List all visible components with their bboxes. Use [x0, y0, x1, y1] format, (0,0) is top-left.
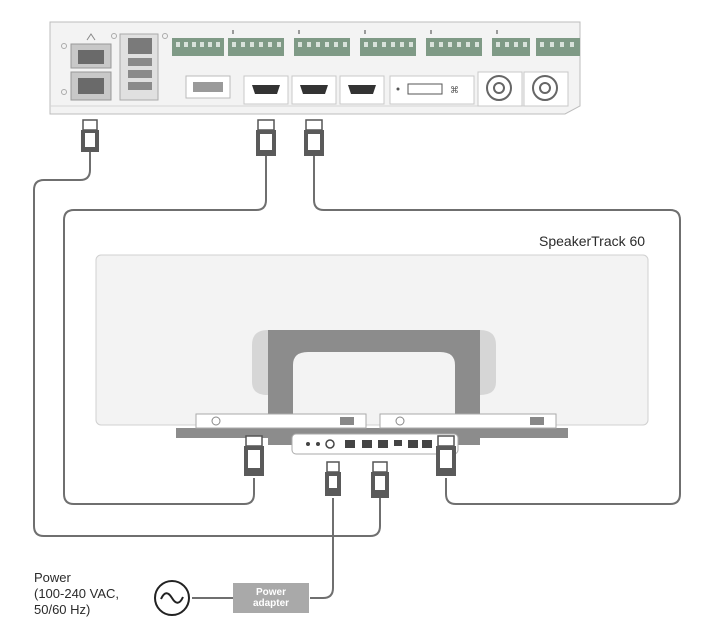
ac-power-symbol-icon [154, 580, 190, 616]
adapter-label-line-1: Power [255, 587, 286, 598]
ethernet-plug-camera [371, 461, 389, 498]
hdmi-plug-camera-left [244, 435, 264, 476]
ethernet-plug-top [81, 119, 99, 152]
speakertrack-camera [95, 254, 649, 455]
usb-port-icon [111, 33, 168, 101]
hdmi-plug-top-left [256, 119, 276, 156]
hdmi-cable-left [63, 156, 267, 505]
power-label-line-2: (100-240 VAC, [34, 586, 120, 601]
power-cable [310, 498, 334, 599]
power-label: Power (100-240 VAC, 50/60 Hz) [34, 570, 119, 618]
cables [33, 152, 681, 599]
ethernet-port-icon [70, 33, 112, 101]
codec-rear-panel: ⌘ [49, 21, 581, 115]
power-plug-camera [325, 461, 341, 496]
power-adapter-box: Power adapter [233, 583, 309, 613]
camera-side-connectors [244, 435, 456, 498]
power-label-line-1: Power [34, 570, 71, 585]
codec-side-connectors [81, 119, 324, 156]
camera-label: SpeakerTrack 60 [539, 233, 646, 249]
hdmi-plug-camera-right [436, 435, 456, 476]
adapter-label-line-2: adapter [252, 598, 290, 609]
terminal-blocks [172, 30, 580, 56]
hdmi-plug-top-right [304, 119, 324, 156]
svg-text:⌘: ⌘ [450, 86, 459, 96]
display-port-icon [185, 75, 231, 99]
hdmi-cable-right [313, 156, 681, 505]
ethernet-cable [33, 152, 381, 537]
hdmi-port-icon [243, 75, 385, 105]
dvi-port-icon: ⌘ [389, 75, 475, 105]
power-label-line-3: 50/60 Hz) [34, 602, 91, 617]
bnc-connector-icon [477, 71, 569, 107]
